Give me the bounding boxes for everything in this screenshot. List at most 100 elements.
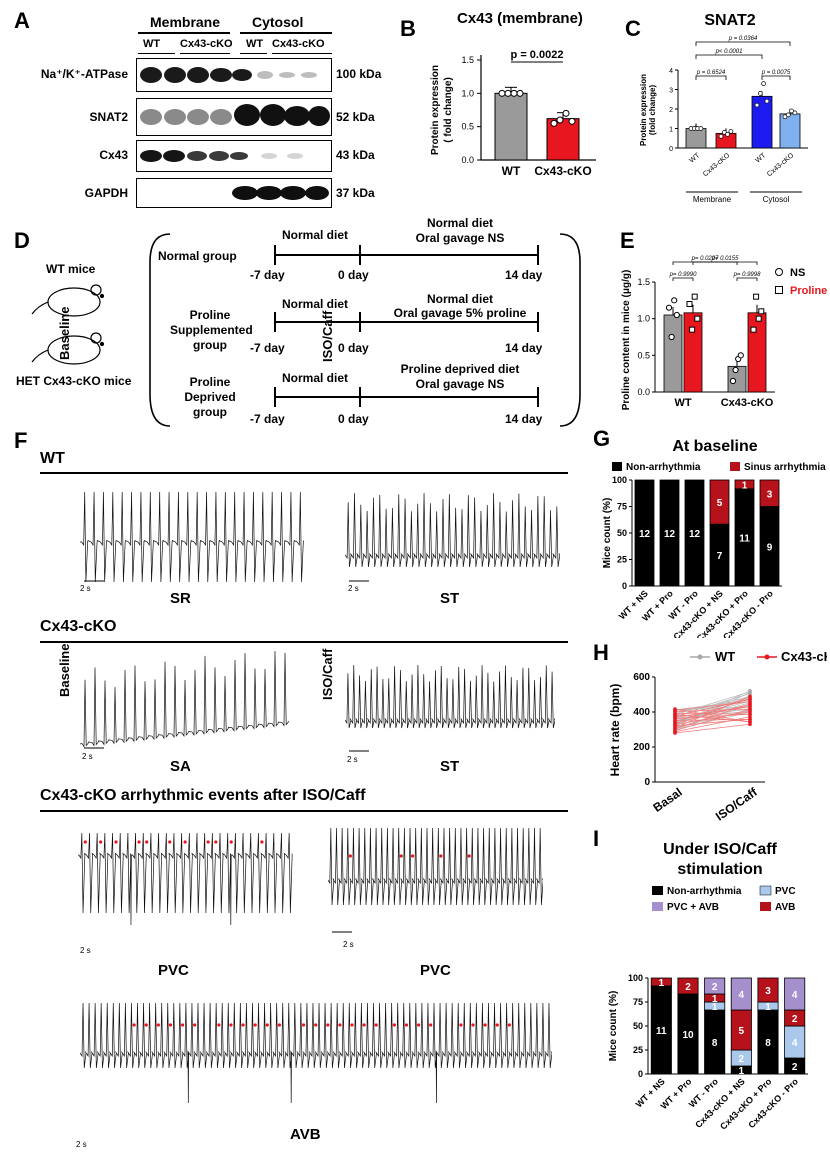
seg-label: 11 xyxy=(739,533,750,544)
mouse-icon-het xyxy=(31,332,105,365)
y-tick-label: 0.5 xyxy=(637,350,650,360)
ecg-wt-isocaff xyxy=(345,492,560,582)
cytosol-underline xyxy=(240,32,332,34)
kda-atpase: 100 kDa xyxy=(336,67,382,81)
red-dot xyxy=(229,840,233,844)
y-label: Protein expression xyxy=(639,74,648,146)
legend-wt-dot xyxy=(697,654,703,660)
group-supplemented: Proline Supplemented group xyxy=(170,308,253,353)
y-tick-label: 400 xyxy=(633,707,650,718)
red-dot xyxy=(114,840,118,844)
y-tick-label: 0 xyxy=(638,1069,643,1079)
panel-letter-b: B xyxy=(400,16,416,41)
sig-1-label: p = 0.6524 xyxy=(696,70,726,76)
red-dot xyxy=(144,1023,148,1027)
red-dot xyxy=(404,1023,409,1027)
panel-letter-e: E xyxy=(620,228,635,253)
y-tick-label: 0.0 xyxy=(461,155,474,165)
panel-g-title: At baseline xyxy=(672,438,758,455)
red-dot xyxy=(301,1023,306,1027)
legend-pvc: PVC xyxy=(775,886,796,897)
stack-seg xyxy=(659,479,680,587)
point xyxy=(516,89,524,97)
red-dot xyxy=(350,1023,354,1027)
red-dot xyxy=(206,840,210,844)
t2-normal-diet: Normal diet xyxy=(282,297,349,311)
f-st: ST xyxy=(440,590,460,607)
x-label: Cx43-cKO - Pro xyxy=(746,1076,800,1130)
cko-point xyxy=(748,712,752,717)
sig-2-label: p< 0.0001 xyxy=(715,49,743,55)
red-dot xyxy=(145,840,149,844)
f-cko-header: Cx43-cKO xyxy=(40,618,117,635)
x-label-0: WT xyxy=(674,397,691,409)
group-deprived-line2: Deprived xyxy=(184,390,236,404)
panel-letter-c: C xyxy=(625,16,641,41)
stack-seg xyxy=(684,479,705,587)
point xyxy=(691,293,698,300)
f-sr: SR xyxy=(170,590,191,607)
seg-label: 4 xyxy=(792,990,798,1001)
red-dot xyxy=(439,854,443,858)
seg-label: 12 xyxy=(689,529,701,540)
f-wt-isocaff: ISO/Caff xyxy=(320,310,335,362)
sig-3-label: p = 0.0364 xyxy=(728,36,758,42)
cko-label-1: Cx43-cKO xyxy=(180,38,233,50)
y-tick-label: 4 xyxy=(669,68,673,75)
stack-seg xyxy=(730,977,752,1011)
y-tick-label: 100 xyxy=(628,973,643,983)
point xyxy=(757,91,763,96)
panel-letter-a: A xyxy=(14,8,30,33)
legend-non-box xyxy=(652,886,663,895)
stack-seg xyxy=(734,479,755,490)
ecg-avb xyxy=(80,1002,552,1104)
y-tick-label: 0 xyxy=(644,777,650,788)
seg-label: 11 xyxy=(656,1026,667,1037)
kda-gapdh: 37 kDa xyxy=(336,186,375,200)
point xyxy=(764,98,770,104)
f-events-header: Cx43-cKO arrhythmic events after ISO/Caf… xyxy=(40,787,366,804)
cko-point xyxy=(673,721,677,726)
cko-point xyxy=(673,711,677,716)
f-wt-header: WT xyxy=(40,450,65,467)
y-tick-label: 100 xyxy=(612,475,627,485)
cko-point xyxy=(673,707,677,711)
panel-i-title: Under ISO/Caff stimulation xyxy=(640,840,800,880)
wt-label-1: WT xyxy=(143,38,161,50)
bar-0 xyxy=(685,128,707,149)
cytosol-label: Cytosol xyxy=(252,14,304,30)
point xyxy=(758,308,765,315)
blot-snat2 xyxy=(136,98,332,136)
x-label-0: WT xyxy=(688,152,701,165)
bar xyxy=(683,312,703,393)
t1-normal-diet: Normal diet xyxy=(282,228,349,242)
group-supplemented-line2: Supplemented xyxy=(170,323,253,337)
membrane-label: Membrane xyxy=(150,14,221,30)
f-events-rule xyxy=(40,810,568,812)
ecg-cko-baseline xyxy=(80,651,289,749)
stack-seg xyxy=(784,977,806,1011)
mouse-icon-wt xyxy=(31,284,105,317)
y-tick-label: 2 xyxy=(669,107,673,114)
y-tick-label: 25 xyxy=(633,1045,643,1055)
membrane-underline xyxy=(138,32,230,34)
seg-label: 7 xyxy=(717,551,723,562)
seg-label: 12 xyxy=(664,529,676,540)
kda-cx43: 43 kDa xyxy=(336,148,375,162)
point xyxy=(785,112,791,118)
seg-label: 2 xyxy=(712,982,718,993)
red-dot xyxy=(156,1023,160,1027)
y-tick-label: 1.5 xyxy=(461,55,474,65)
cko-line xyxy=(674,698,751,717)
y-label: Protein expression xyxy=(430,65,441,155)
panel-letter-g: G xyxy=(593,426,611,451)
scale-4: 2 s xyxy=(347,755,358,764)
y-label: Proline content in mice (μg/g) xyxy=(621,270,632,411)
seg-label: 2 xyxy=(685,982,691,993)
ecg-pvc-1 xyxy=(78,832,293,926)
f-wt-baseline: Baseline xyxy=(57,306,72,360)
point xyxy=(732,366,739,374)
panel-b-title: Cx43 (membrane) xyxy=(457,10,583,27)
